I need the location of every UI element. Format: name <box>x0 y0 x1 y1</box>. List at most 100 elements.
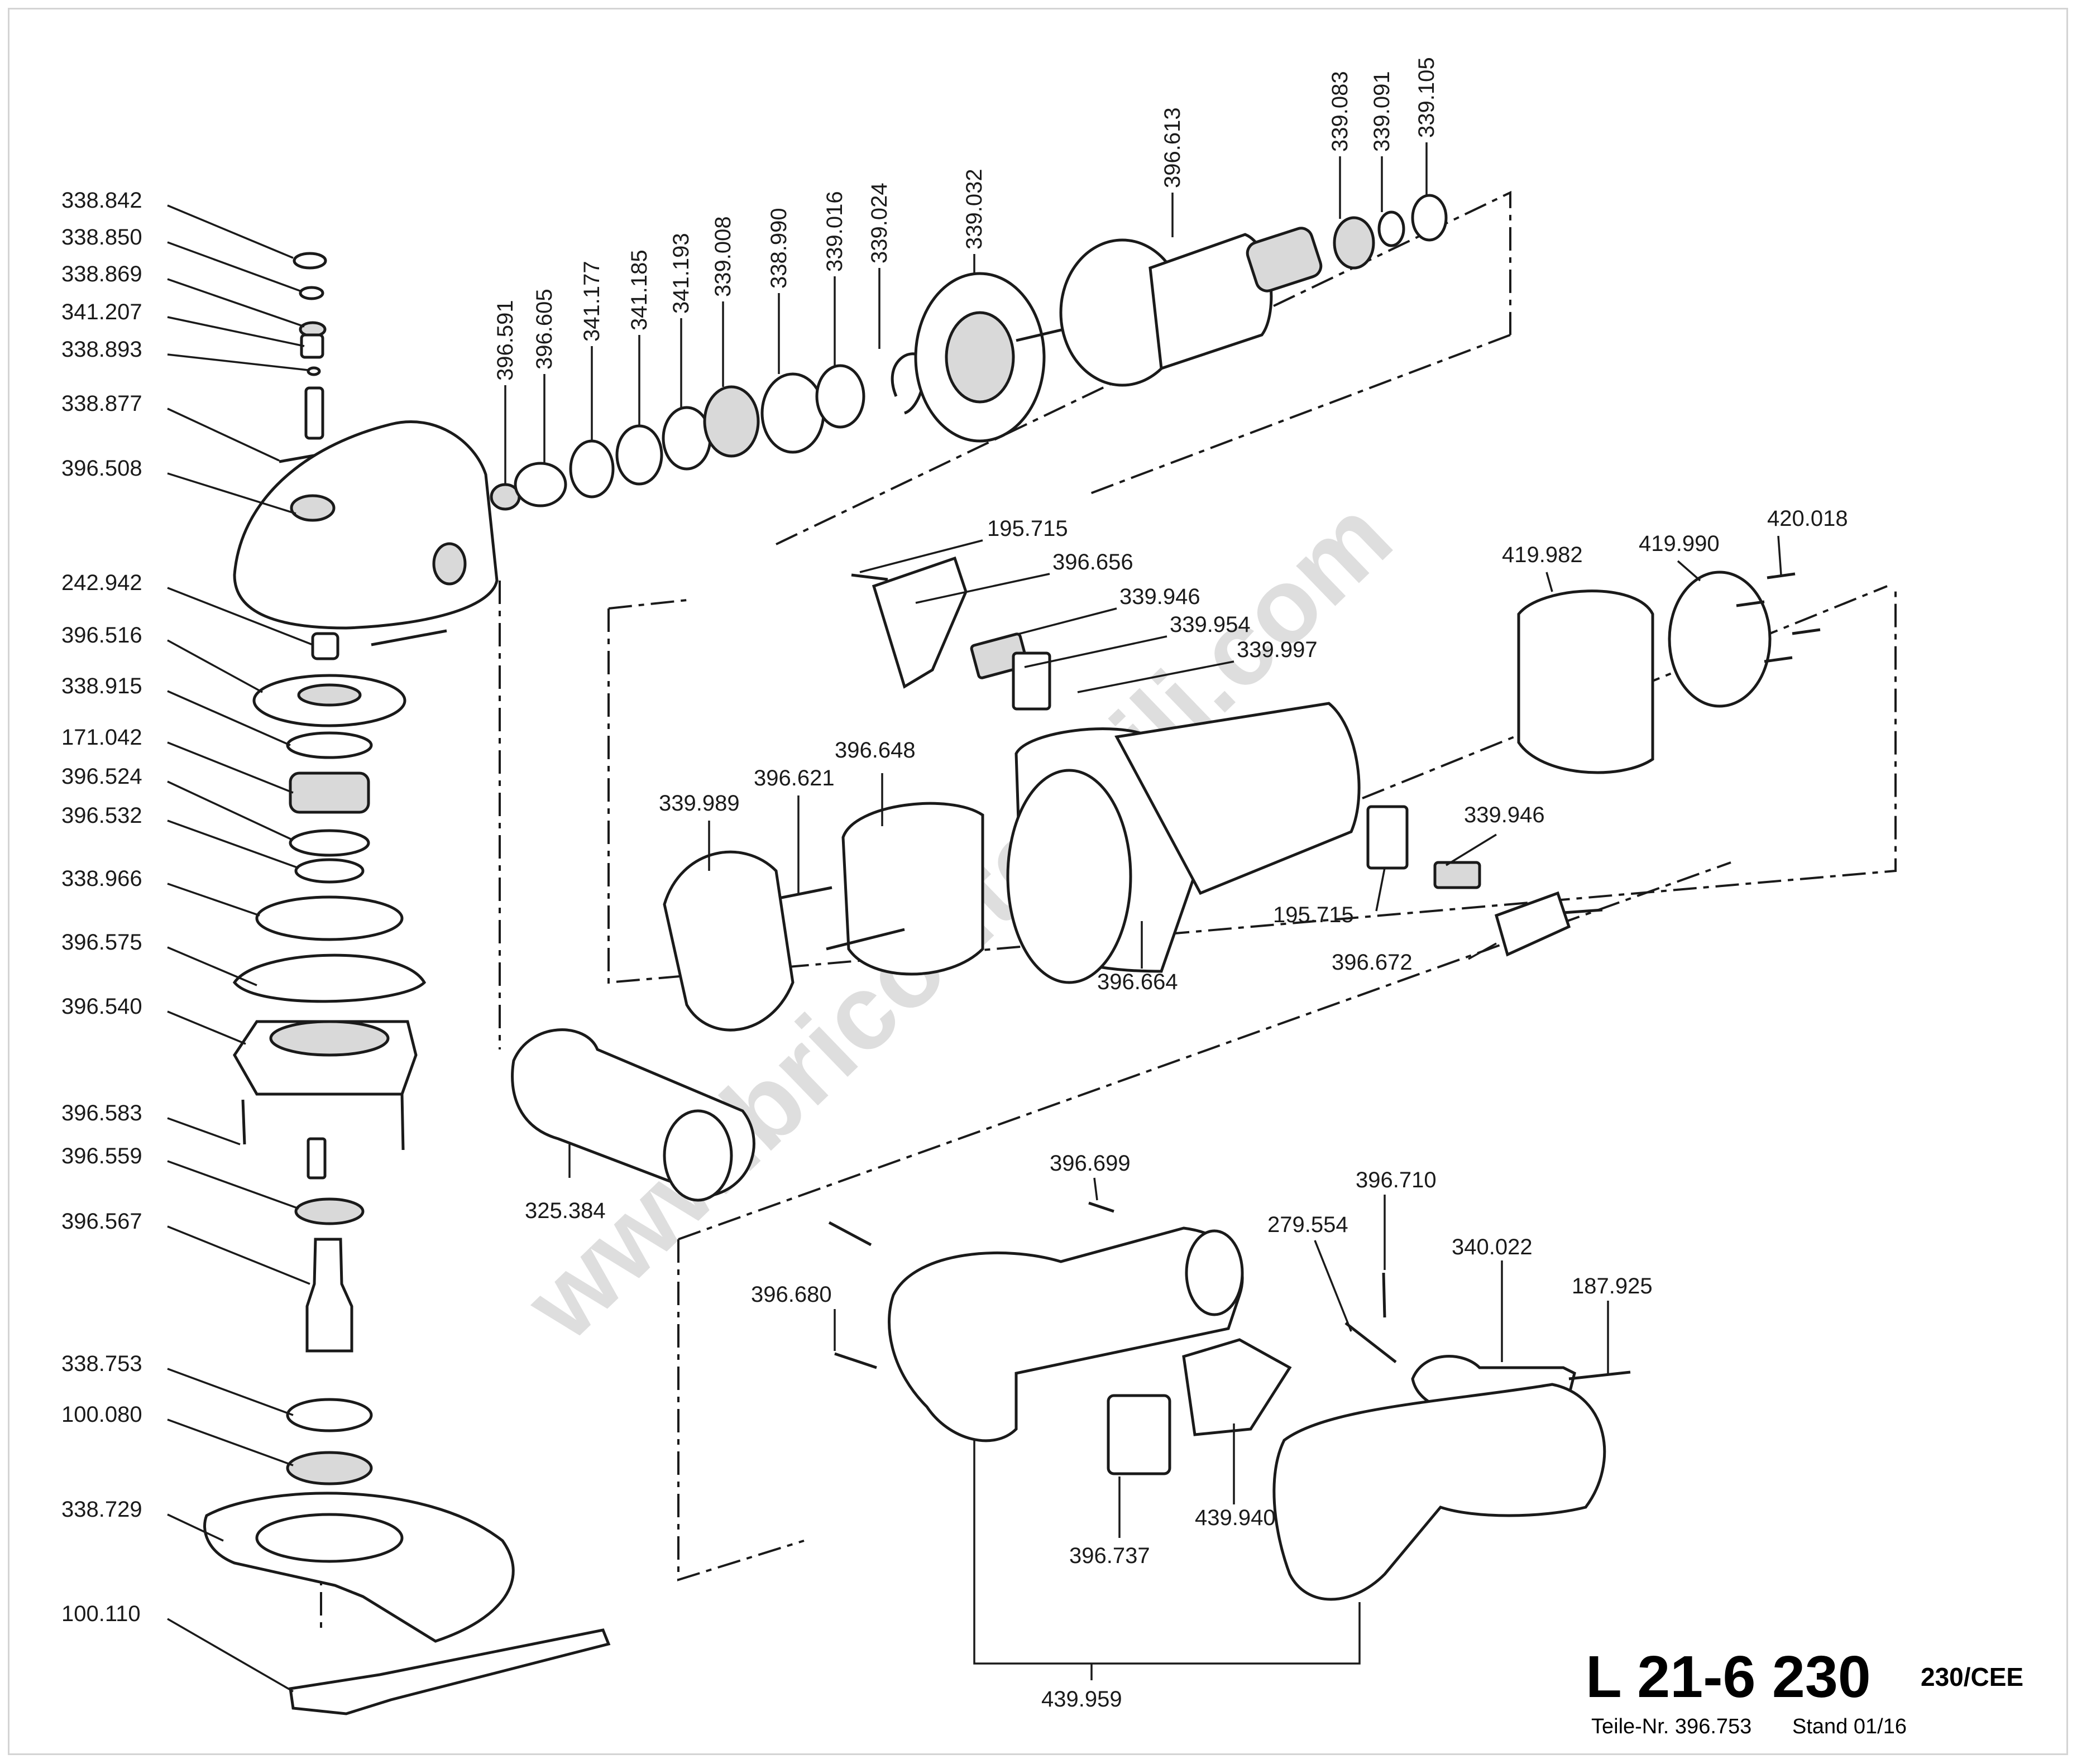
housing-mouth <box>1006 769 1132 984</box>
guard-collar <box>255 1513 404 1563</box>
circlip-338915 <box>286 731 373 759</box>
label-396621: 396.621 <box>754 766 835 790</box>
gear-head-parts <box>203 252 611 1715</box>
key-pin <box>307 1137 327 1180</box>
label-439940: 439.940 <box>1195 1506 1276 1530</box>
spindle-396567 <box>305 1238 353 1353</box>
bush-242942 <box>311 632 339 660</box>
label-396532: 396.532 <box>61 803 142 828</box>
label-396613: 396.613 <box>1160 107 1185 188</box>
stator-screw-lower <box>826 928 905 951</box>
label-338729: 338.729 <box>61 1497 142 1522</box>
label-341185: 341.185 <box>627 250 652 330</box>
label-396575: 396.575 <box>61 930 142 955</box>
voltage-label: 230/CEE <box>1921 1662 2023 1691</box>
label-100110: 100.110 <box>61 1602 141 1626</box>
gasket-419990 <box>1668 571 1772 708</box>
housing-boss <box>290 494 336 522</box>
label-338915: 338.915 <box>61 674 142 698</box>
screw-396699 <box>1088 1201 1114 1213</box>
label-396656: 396.656 <box>1052 550 1133 574</box>
label-339083: 339.083 <box>1328 71 1352 152</box>
label-279554: 279.554 <box>1267 1212 1348 1237</box>
brush-holder-195715-lower <box>1366 805 1409 870</box>
label-338893: 338.893 <box>61 337 142 362</box>
stand-date: Stand 01/16 <box>1792 1715 1907 1738</box>
label-396559: 396.559 <box>61 1144 142 1168</box>
screw-396680-bottom <box>834 1352 877 1369</box>
screw-396583-left <box>241 1099 246 1145</box>
flange-338753 <box>286 1398 373 1432</box>
drawing-frame <box>8 8 2068 1755</box>
part-labels: 338.842 338.850 338.869 341.207 338.893 … <box>61 57 1848 1712</box>
label-339946-lower: 339.946 <box>1464 803 1545 827</box>
model-title: L 21-6 230 <box>1586 1644 1871 1710</box>
label-396672: 396.672 <box>1332 950 1413 975</box>
label-439959: 439.959 <box>1041 1687 1122 1712</box>
label-339946-top: 339.946 <box>1119 584 1200 609</box>
cover-screw <box>1563 908 1603 914</box>
label-396699: 396.699 <box>1050 1151 1131 1176</box>
washer-341185 <box>615 424 663 486</box>
nut-100080 <box>286 1451 373 1485</box>
flange-hub <box>297 683 362 707</box>
title-block: L 21-6 230 230/CEE Teile-Nr. 396.753 Sta… <box>1586 1644 2023 1738</box>
baffle-339989 <box>663 850 795 1032</box>
circlip <box>299 286 324 300</box>
side-handle-end <box>663 1109 733 1202</box>
label-187925: 187.925 <box>1572 1274 1653 1298</box>
label-338990: 338.990 <box>767 208 791 289</box>
bushing <box>300 333 324 359</box>
spring-339954 <box>1012 651 1051 711</box>
label-338966: 338.966 <box>61 866 142 891</box>
label-396591: 396.591 <box>493 300 518 381</box>
label-341177: 341.177 <box>580 261 604 342</box>
brush-holder-396656 <box>872 556 968 689</box>
label-171042: 171.042 <box>61 725 142 750</box>
spindle-lock-pin <box>304 386 324 440</box>
side-handle-parts <box>511 1028 755 1202</box>
seal-396559 <box>294 1197 365 1225</box>
leader-lines <box>167 142 1782 1693</box>
screw-420018-b <box>1736 600 1765 607</box>
label-339016: 339.016 <box>822 191 847 272</box>
label-396508: 396.508 <box>61 456 142 481</box>
label-396680: 396.680 <box>751 1282 832 1307</box>
label-339008: 339.008 <box>711 216 735 297</box>
clamp-279554 <box>1344 1322 1397 1363</box>
label-396516: 396.516 <box>61 623 142 648</box>
washer-396524 <box>289 829 370 857</box>
label-339954: 339.954 <box>1170 612 1251 637</box>
label-195715-top: 195.715 <box>987 516 1068 541</box>
label-396648: 396.648 <box>835 738 916 763</box>
bearing-339083 <box>1333 216 1375 270</box>
screw-195715-top <box>851 573 888 581</box>
screw-396680-top <box>828 1221 872 1247</box>
ring-339091 <box>1377 210 1405 247</box>
label-396664: 396.664 <box>1097 970 1178 994</box>
label-339032: 339.032 <box>962 169 987 250</box>
oring-338966 <box>255 895 404 941</box>
label-338753: 338.753 <box>61 1351 142 1376</box>
ring-338990 <box>760 372 825 454</box>
suppressor-396737 <box>1107 1394 1171 1475</box>
label-396583: 396.583 <box>61 1101 142 1125</box>
switch-439940 <box>1182 1338 1292 1436</box>
housing-screw <box>371 629 447 646</box>
screw-396583-right <box>400 1094 405 1151</box>
rear-handle-parts <box>828 1201 1631 1601</box>
label-396524: 396.524 <box>61 764 142 789</box>
small-ring <box>307 366 321 376</box>
label-242942: 242.942 <box>61 571 142 595</box>
label-396540: 396.540 <box>61 994 142 1019</box>
label-341193: 341.193 <box>669 233 693 314</box>
label-100080: 100.080 <box>61 1402 142 1427</box>
armature-parts <box>490 194 1448 511</box>
gear-housing-396508 <box>233 420 499 630</box>
label-396737: 396.737 <box>1069 1544 1150 1568</box>
motor-housing-parts <box>663 556 1821 1032</box>
label-338842: 338.842 <box>61 188 142 213</box>
screw-396710 <box>1382 1272 1386 1318</box>
cover-396672 <box>1494 891 1571 957</box>
